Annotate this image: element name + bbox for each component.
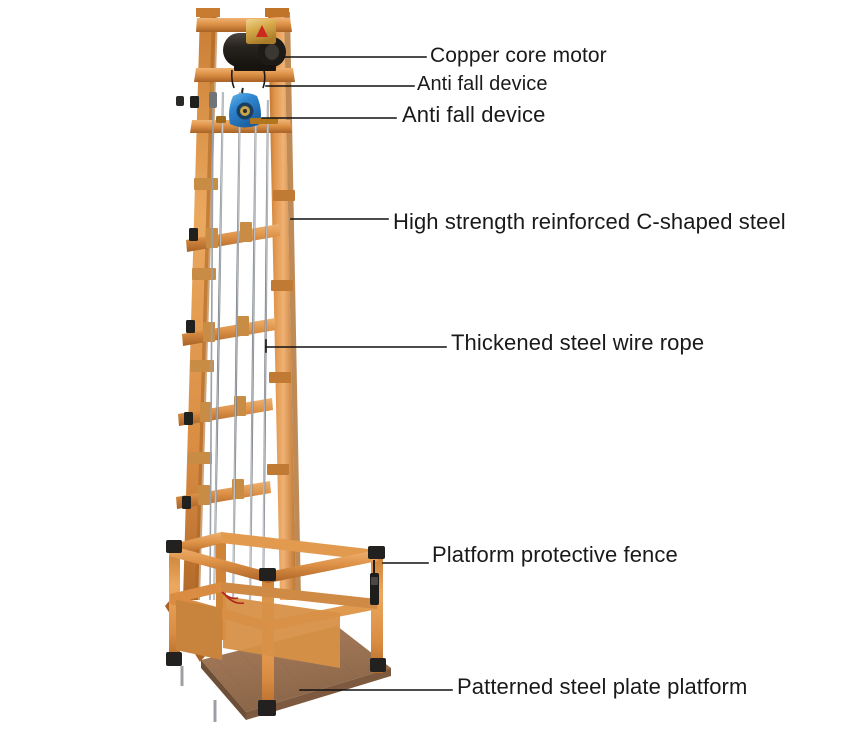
label-platform-protective-fence: Platform protective fence <box>432 542 678 567</box>
mast-cap-right <box>265 8 289 17</box>
mast-guide-shoes <box>182 96 199 509</box>
mast-fittings <box>216 116 278 124</box>
mast-assembly <box>176 8 301 601</box>
patterned-steel-deck <box>201 626 391 712</box>
platform-feet <box>180 666 217 722</box>
motor-end-cap <box>265 44 279 60</box>
motor-slings <box>230 69 266 89</box>
mast-side-lug <box>176 96 184 106</box>
motor-mount-bracket <box>234 65 276 71</box>
carriage-cables <box>221 591 245 605</box>
deck-front-edge <box>201 660 246 720</box>
label-copper-core-motor: Copper core motor <box>430 44 607 67</box>
platform-corner-caps <box>166 540 386 716</box>
platform-control-panel <box>370 560 379 605</box>
mast-column-right-shadow <box>284 12 301 600</box>
motor-warning-triangle <box>256 25 268 37</box>
anti-fall-device-upper <box>209 82 217 601</box>
leader-lines <box>261 56 453 691</box>
platform-assembly <box>165 532 391 722</box>
deck-right-edge <box>246 668 391 720</box>
fence-top-rail-back <box>221 532 377 561</box>
fence-mid-rail-back <box>221 582 377 609</box>
fence-kick-panel-left <box>176 600 222 660</box>
mast-flange-joints-right <box>267 190 295 475</box>
steel-wire-ropes <box>212 91 270 601</box>
label-patterned-steel-plate-platform: Patterned steel plate platform <box>457 674 748 699</box>
label-anti-fall-device-lower: Anti fall device <box>402 102 546 127</box>
mast-cap-left <box>196 8 220 17</box>
fence-top-rail-front <box>169 545 268 583</box>
label-anti-fall-device-upper: Anti fall device <box>417 73 548 95</box>
label-steel-wire-rope: Thickened steel wire rope <box>451 330 705 355</box>
mast-beam-upper <box>194 68 295 82</box>
mast-head-beam <box>196 18 292 32</box>
platform-protective-fence <box>169 532 378 668</box>
fence-top-rail-right <box>268 550 378 583</box>
label-c-shaped-steel: High strength reinforced C-shaped steel <box>393 209 786 234</box>
copper-core-motor <box>223 19 286 71</box>
post-back-right <box>371 551 383 673</box>
fence-kick-panel <box>223 596 340 668</box>
anti-fall-hub-core <box>243 109 247 113</box>
mast-column-right <box>268 12 296 600</box>
